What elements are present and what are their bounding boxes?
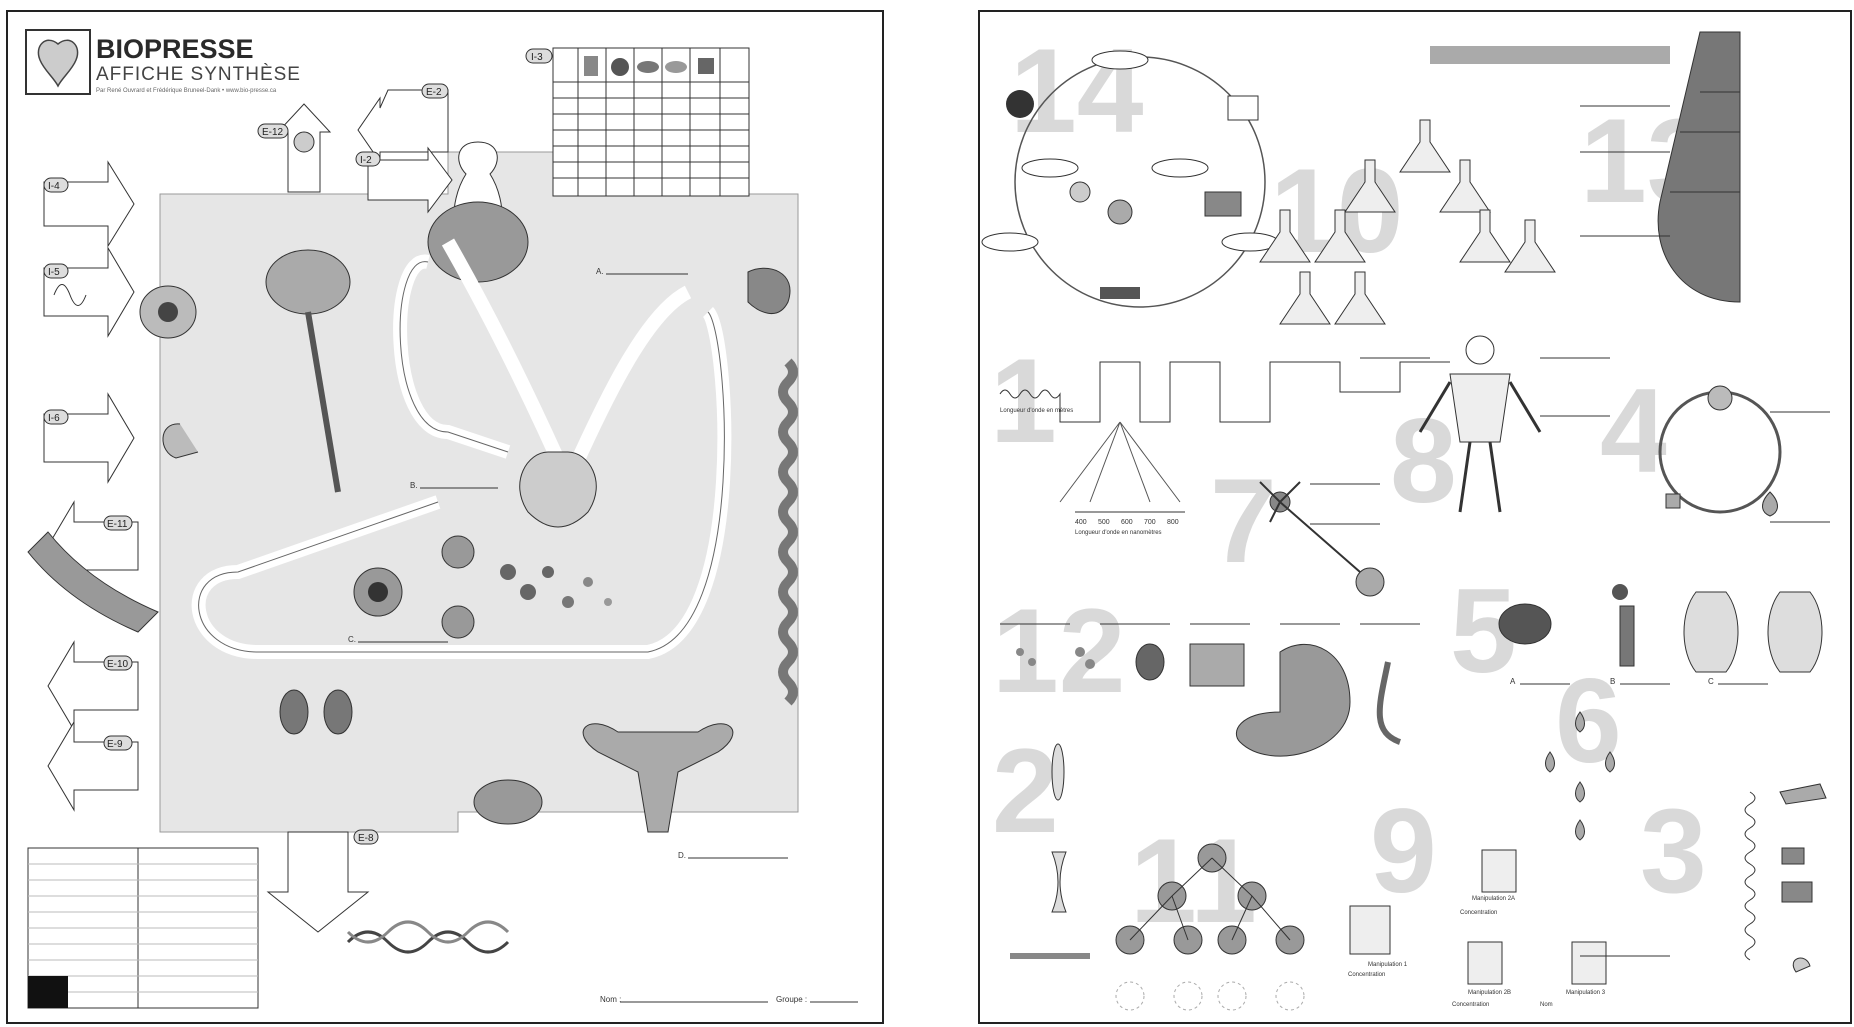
lightbulb-icon	[293, 131, 315, 153]
ribcage-icon	[1683, 591, 1739, 673]
truck-icon	[1204, 191, 1242, 217]
code-e8: E-8	[358, 833, 374, 844]
liver-icon	[747, 267, 791, 314]
spectrum-tick: 600	[1121, 519, 1133, 526]
ear-icon	[162, 423, 199, 459]
spectrum-tick: 700	[1144, 519, 1156, 526]
spectrum-tick: 400	[1075, 519, 1087, 526]
battery-icon	[1100, 287, 1140, 299]
food-group-table	[552, 47, 750, 197]
hand-icon	[1792, 957, 1811, 973]
fan-icon	[1107, 199, 1133, 225]
lightbulb-icon	[1069, 181, 1091, 203]
logo-subtitle: AFFICHE SYNTHÈSE	[96, 64, 301, 85]
top-axis-label: Longueur d'onde en mètres	[1000, 408, 1073, 414]
intestine-icon	[778, 358, 798, 706]
code-e9: E-9	[107, 739, 123, 750]
code-i6: I-6	[48, 413, 60, 424]
manip2b-label: Manipulation 2B	[1468, 990, 1511, 996]
code-i5: I-5	[48, 267, 60, 278]
truck-icon-2	[1781, 881, 1813, 903]
code-e12: E-12	[262, 127, 284, 138]
flask-icon	[1259, 119, 1556, 325]
group-label: Groupe :	[776, 995, 807, 1004]
fire-icon	[1227, 95, 1259, 121]
manip1-label: Manipulation 1	[1368, 962, 1408, 968]
stomach-icon	[1235, 643, 1351, 757]
panel5-label-b: B	[1610, 677, 1615, 686]
body-systems-diagram: BIOPRESSE AFFICHE SYNTHÈSE Par René Ouvr…	[25, 29, 858, 1009]
dna-icon	[346, 930, 510, 954]
blank-c: C.	[348, 635, 356, 644]
section-number-9: 9	[1370, 784, 1437, 918]
lungs-icon	[427, 201, 529, 283]
exercise-poster: 14 10 13 1 Longueur d'onde en mètres 400…	[978, 10, 1852, 1024]
blank-b: B.	[410, 481, 418, 490]
code-e2: E-2	[426, 87, 442, 98]
male-reproductive-icon	[473, 779, 543, 825]
pump-icon	[1619, 605, 1635, 667]
neuron-icon	[1259, 481, 1385, 597]
skeleton-icon	[1418, 335, 1542, 513]
drum-icon	[1781, 847, 1805, 865]
manip2a-label: Manipulation 2A	[1472, 896, 1515, 902]
nom-label: Nom	[1540, 1002, 1553, 1008]
manip3-label: Manipulation 3	[1566, 990, 1606, 996]
synthesis-poster: BIOPRESSE AFFICHE SYNTHÈSE Par René Ouvr…	[6, 10, 884, 1024]
concave-lens-icon	[1051, 851, 1067, 913]
panel5-label-c: C	[1708, 677, 1714, 686]
bottom-axis-label: Longueur d'onde en nanomètres	[1075, 530, 1162, 536]
thermometer-bar	[1430, 46, 1670, 64]
section-number-8: 8	[1390, 394, 1457, 528]
logo-credit: Par René Ouvrard et Frédérique Bruneel-D…	[96, 88, 277, 94]
heart-logo-icon	[37, 39, 79, 88]
spectrum-tick: 500	[1098, 519, 1110, 526]
concentration-label-2a: Concentration	[1460, 910, 1497, 916]
code-e11: E-11	[107, 519, 128, 530]
sound-wave	[1744, 791, 1756, 961]
soil-profile	[1657, 31, 1741, 303]
brain-icon	[265, 249, 351, 315]
biopresse-logo: BIOPRESSE AFFICHE SYNTHÈSE Par René Ouvr…	[25, 29, 301, 95]
concentration-label-2b: Concentration	[1452, 1002, 1489, 1008]
blank-a: A.	[596, 267, 604, 276]
section-number-4: 4	[1600, 364, 1667, 498]
heart-icon	[519, 451, 597, 528]
kidneys-icon	[279, 689, 309, 735]
code-i2: I-2	[360, 155, 372, 166]
section-number-12: 12	[992, 584, 1125, 718]
section-number-2: 2	[992, 724, 1059, 858]
beaker-icon	[1349, 849, 1607, 985]
logo-title: BIOPRESSE	[96, 34, 254, 64]
blank-d: D.	[678, 851, 686, 860]
spectrum-tick: 800	[1167, 519, 1179, 526]
panel5-label-a: A	[1510, 677, 1516, 686]
airplane-icon	[1779, 783, 1827, 805]
pressure-cooker-icon	[1498, 603, 1552, 645]
input-arrows: I-4 I-5 I-6	[43, 160, 135, 484]
symbol-legend-table	[27, 847, 259, 1009]
uterus-icon	[582, 723, 734, 833]
code-e10: E-10	[107, 659, 129, 670]
section-number-3: 3	[1640, 784, 1707, 918]
section-number-1: 1	[990, 334, 1057, 468]
section-number-7: 7	[1210, 454, 1277, 588]
spinal-cord	[305, 311, 341, 493]
arm-icon	[27, 531, 159, 633]
digestive-tract-icon	[1376, 661, 1402, 745]
code-i4: I-4	[48, 181, 60, 192]
concentration-label: Concentration	[1348, 972, 1385, 978]
code-i3: I-3	[531, 52, 543, 63]
convex-lens-icon	[1051, 743, 1065, 801]
section-number-14: 14	[1010, 24, 1144, 158]
cell-division-tree	[1115, 843, 1305, 1011]
name-label: Nom :	[600, 995, 621, 1004]
exercise-panels: 14 10 13 1 Longueur d'onde en mètres 400…	[981, 24, 1830, 1011]
fuel-icon	[1006, 90, 1034, 118]
